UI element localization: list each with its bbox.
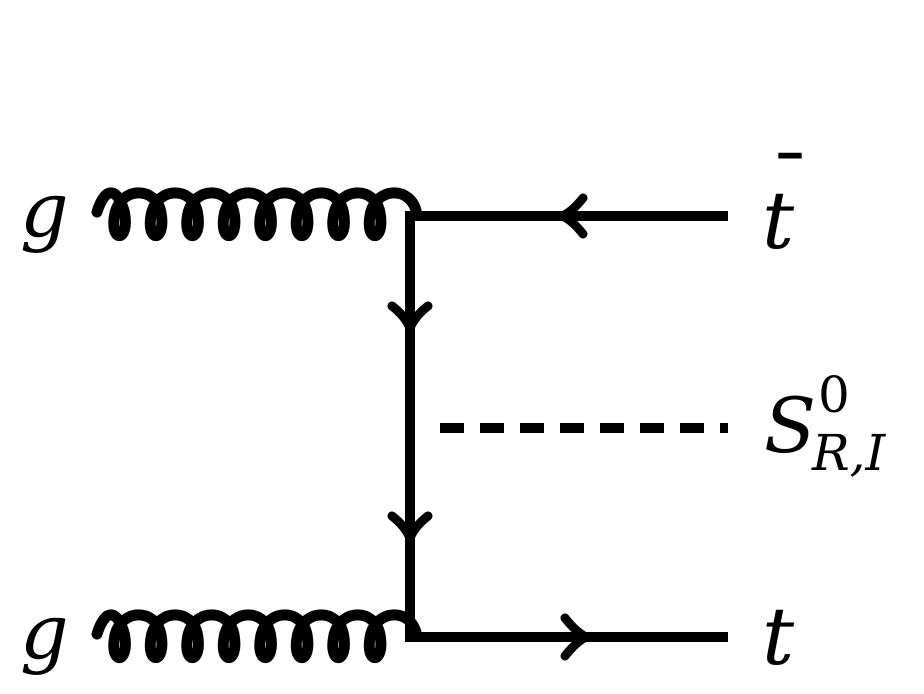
gluon-line-top: [91, 187, 422, 242]
label-antitop: t: [762, 174, 795, 267]
arrow-propagator-upper: [387, 301, 433, 340]
label-antitop-bar: ¯: [770, 138, 810, 231]
label-gluon-top: g: [20, 165, 69, 254]
label-gluon-bottom: g: [20, 587, 69, 676]
arrow-propagator-lower: [387, 511, 433, 550]
label-scalar-sub: R,I: [811, 424, 887, 482]
gluon-line-bottom: [91, 609, 422, 664]
label-scalar: S: [764, 381, 816, 470]
label-scalar-sup: 0: [818, 366, 850, 424]
arrow-top: [560, 613, 597, 661]
label-top: t: [762, 590, 795, 683]
arrow-antitop: [549, 193, 588, 239]
